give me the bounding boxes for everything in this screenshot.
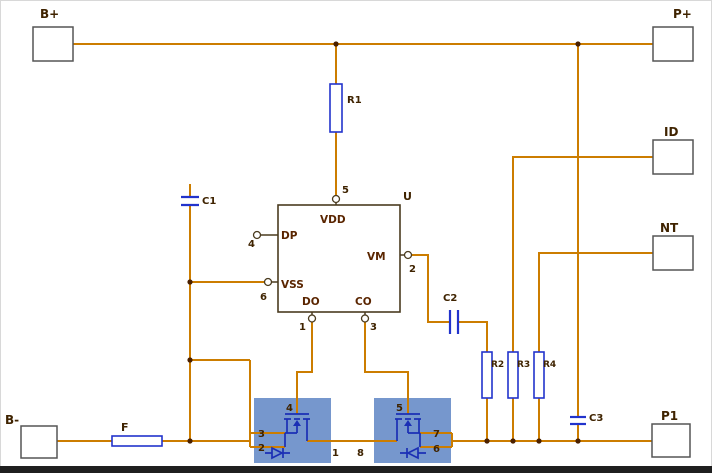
junction-dot (536, 438, 542, 444)
q2-pin-gate: 5 (396, 403, 403, 414)
ic-pin-label-dp: DP (281, 230, 298, 242)
ic-pin-label-vdd: VDD (320, 214, 346, 226)
label-fuse: F (121, 421, 129, 434)
pin-number-vdd: 5 (342, 185, 349, 196)
pin-circle-do (307, 314, 317, 323)
wire-layer (57, 43, 653, 448)
mosfet-q2-symbol (395, 413, 426, 460)
pin-circle-vdd (331, 194, 341, 204)
q1-pin-drain: 1 (332, 448, 339, 459)
junction-dots (187, 41, 581, 444)
wire-c2-to-r2 (459, 321, 488, 352)
pin-number-vss: 6 (260, 292, 267, 303)
pin-number-dp: 4 (248, 239, 255, 250)
terminal-nt (652, 235, 694, 271)
window-bottom-edge (0, 466, 712, 473)
label-c1: C1 (202, 196, 216, 207)
label-r3: R3 (517, 360, 530, 370)
ic-pin-label-vss: VSS (281, 279, 304, 291)
junction-dot (484, 438, 490, 444)
q2-pin-s2: 6 (433, 444, 440, 455)
q2-pin-s1: 7 (433, 429, 440, 440)
pin-number-do: 1 (299, 322, 306, 333)
resistor-r4-body (533, 351, 545, 399)
junction-dot (187, 357, 193, 363)
terminal-b-minus (20, 425, 58, 459)
ic-pin-numbers: 5 4 6 2 1 3 (248, 185, 416, 333)
q2-source-leads (407, 419, 421, 447)
mosfet-q1-symbol (265, 413, 310, 460)
wire-r3-to-id (512, 156, 653, 352)
label-r4: R4 (543, 360, 556, 370)
terminal-p-plus (652, 26, 694, 62)
terminal-label-id: ID (664, 125, 678, 139)
resistor-r2-body (481, 351, 493, 399)
ic-pin-label-do: DO (302, 296, 320, 308)
terminal-label-nt: NT (660, 221, 679, 235)
label-r2: R2 (491, 360, 504, 370)
pin-circle-co (360, 314, 370, 323)
label-c3: C3 (589, 413, 603, 424)
label-ic-u: U (403, 190, 412, 203)
wire-vm-to-c2 (412, 254, 449, 323)
terminal-label-b-minus: B- (5, 413, 19, 427)
ic-body (277, 204, 401, 313)
junction-dot (333, 41, 339, 47)
wire-do-to-gate (296, 322, 313, 414)
q1-source-leads (284, 419, 298, 447)
ic-u: VDD DP VSS DO CO VM (277, 204, 401, 313)
terminal-label-b-plus: B+ (40, 7, 59, 21)
mosfet-pin-numbers: 4 3 2 1 5 8 7 6 (258, 403, 440, 459)
label-c2: C2 (443, 293, 457, 304)
pin-circle-dp (252, 230, 262, 240)
terminals (20, 26, 694, 459)
pin-number-co: 3 (370, 322, 377, 333)
mosfet-q2-highlight (374, 398, 451, 463)
terminal-labels: B+ P+ ID NT B- P1 (5, 7, 692, 427)
pin-circle-vm (403, 250, 413, 260)
junction-dot (575, 438, 581, 444)
q1-arrow (293, 420, 301, 426)
fuse-body (111, 435, 163, 447)
junction-dot (575, 41, 581, 47)
wire-co-to-gate (364, 322, 409, 414)
q1-pin-gate: 4 (286, 403, 293, 414)
ic-pin-label-co: CO (355, 296, 372, 308)
q1-pin-s1: 3 (258, 429, 265, 440)
terminal-p1 (651, 423, 691, 458)
q2-body-diode-leads (400, 448, 426, 458)
label-r1: R1 (347, 95, 362, 106)
terminal-id (652, 139, 694, 175)
terminal-label-p-plus: P+ (673, 7, 692, 21)
passive-components (111, 83, 586, 447)
resistor-r3-body (507, 351, 519, 399)
resistor-r1-body (329, 83, 343, 133)
pin-number-vm: 2 (409, 264, 416, 275)
terminal-b-plus (32, 26, 74, 62)
junction-dot (187, 279, 193, 285)
wire-r4-to-nt (538, 252, 653, 352)
q2-pin-drain: 8 (357, 448, 364, 459)
q1-pin-s2: 2 (258, 443, 265, 454)
junction-dot (187, 438, 193, 444)
component-labels: R1 R2 R3 R4 C1 C2 C3 F U (121, 95, 603, 434)
q1-body-diode-leads (265, 448, 290, 458)
terminal-label-p1: P1 (661, 409, 678, 423)
q2-arrow (404, 420, 412, 426)
ic-pin-circles (252, 194, 413, 323)
pin-circle-vss (263, 277, 273, 287)
junction-dot (510, 438, 516, 444)
ic-pin-label-vm: VM (367, 251, 386, 263)
